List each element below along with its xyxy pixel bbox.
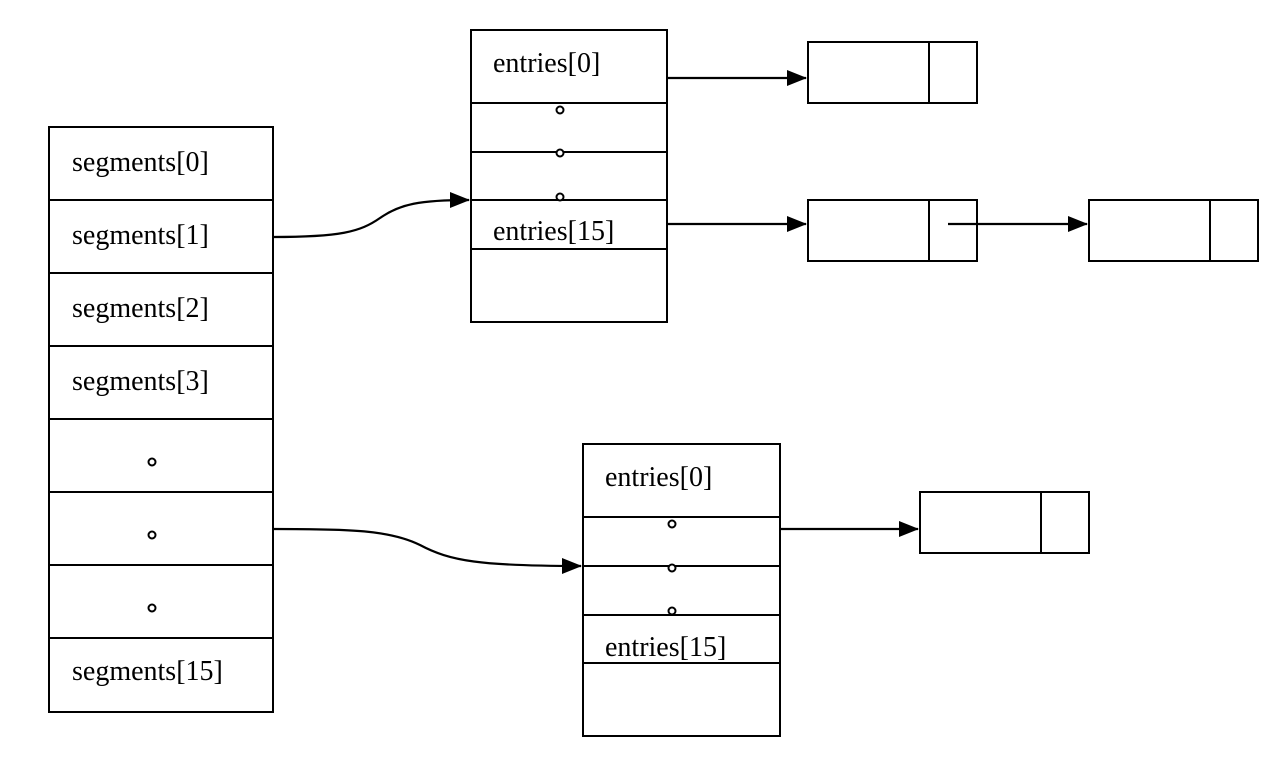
segment-cell-15: segments[15] — [48, 637, 274, 713]
segment-cell-3: segments[3] — [48, 345, 274, 420]
ellipsis-dot — [555, 148, 565, 158]
arrow-segment-to-lower-entries — [272, 527, 582, 574]
ellipsis-dot — [555, 105, 565, 115]
segment-cell-0: segments[0] — [48, 126, 274, 201]
entries-table-lower: entries[0] entries[15] — [582, 443, 781, 737]
segment-label-2: segments[2] — [72, 293, 209, 324]
ellipsis-dot — [667, 563, 677, 573]
segment-cell-ellipsis-3 — [48, 564, 274, 639]
segment-label-1: segments[1] — [72, 220, 209, 251]
entries-label-first: entries[0] — [605, 462, 712, 493]
segment-cell-2: segments[2] — [48, 272, 274, 347]
segments-array: segments[0] segments[1] segments[2] segm… — [48, 126, 274, 713]
segment-cell-1: segments[1] — [48, 199, 274, 274]
ellipsis-dot — [667, 606, 677, 616]
entries-label-last: entries[15] — [493, 216, 614, 247]
entry-node-top — [807, 41, 978, 104]
entries-label-last: entries[15] — [605, 632, 726, 663]
entry-node-middle — [807, 199, 978, 262]
segment-label-15: segments[15] — [72, 656, 223, 687]
ellipsis-dot — [147, 603, 157, 613]
arrow-segment1-to-entries — [272, 192, 470, 239]
segment-label-0: segments[0] — [72, 147, 209, 178]
ellipsis-dot — [147, 457, 157, 467]
ellipsis-dot — [667, 519, 677, 529]
entries-label-first: entries[0] — [493, 48, 600, 79]
entry-node-chained — [1088, 199, 1259, 262]
entries-table-upper: entries[0] entries[15] — [470, 29, 668, 323]
segment-cell-ellipsis-2 — [48, 491, 274, 566]
segment-cell-ellipsis-1 — [48, 418, 274, 493]
ellipsis-dot — [555, 192, 565, 202]
segment-label-3: segments[3] — [72, 366, 209, 397]
entry-node-lower — [919, 491, 1090, 554]
ellipsis-dot — [147, 530, 157, 540]
